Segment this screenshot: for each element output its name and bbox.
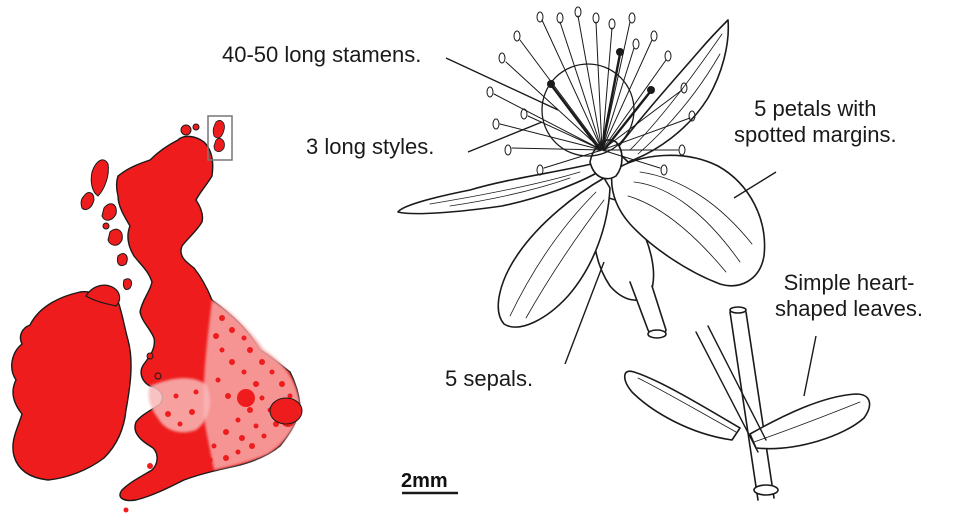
label-stamens: 40-50 long stamens. <box>222 42 421 68</box>
label-petals-line1: 5 petals with <box>734 96 897 122</box>
distribution-map <box>0 0 330 521</box>
east-anglia-blob <box>270 398 302 424</box>
petal-top-right <box>616 20 728 162</box>
stem <box>730 312 774 500</box>
label-styles: 3 long styles. <box>306 134 434 160</box>
label-leaves-line1: Simple heart- <box>775 270 923 296</box>
flower-illustration <box>390 0 950 521</box>
label-sepals: 5 sepals. <box>445 366 533 392</box>
flower-stalk <box>630 282 666 336</box>
label-petals: 5 petals with spotted margins. <box>734 96 897 148</box>
shetland-islands <box>213 120 224 151</box>
leaf-left <box>625 371 740 440</box>
label-leaves: Simple heart- shaped leaves. <box>775 270 923 322</box>
label-leaves-line2: shaped leaves. <box>775 296 923 322</box>
scale-bar-label: 2mm <box>401 470 448 493</box>
ireland-outline <box>12 292 131 480</box>
label-petals-line2: spotted margins. <box>734 122 897 148</box>
